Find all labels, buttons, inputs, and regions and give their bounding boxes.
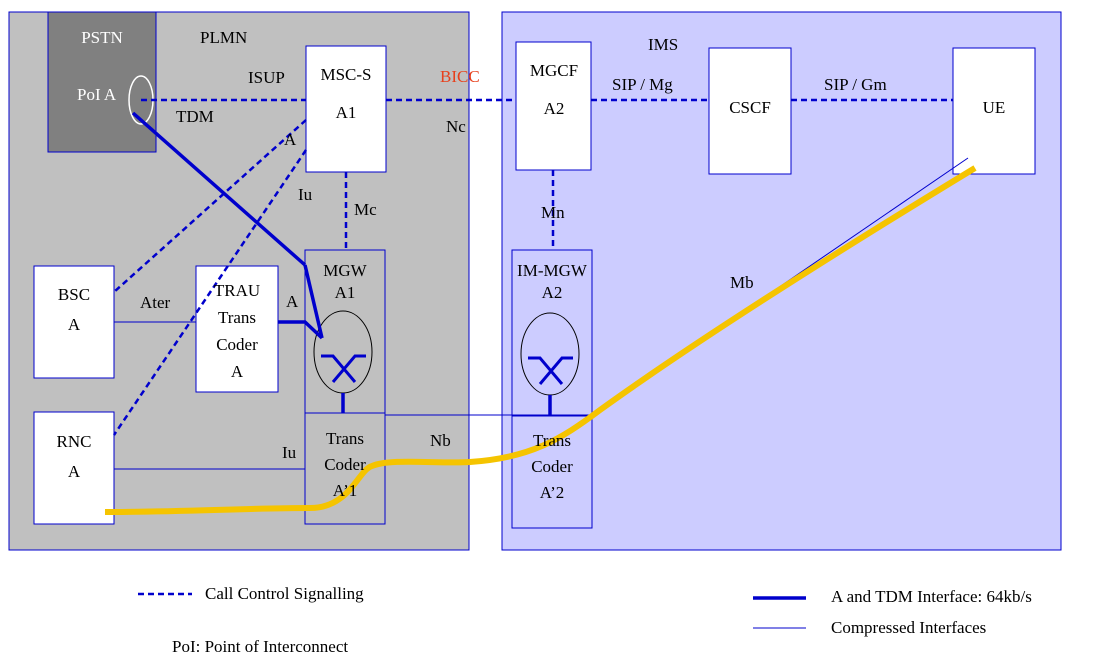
im-mgw-box: [511, 249, 593, 529]
legend-poi-label: PoI: Point of Interconnect: [172, 637, 348, 654]
cscf-label: CSCF: [729, 98, 771, 117]
legend-tdm-label: A and TDM Interface: 64kb/s: [831, 587, 1032, 606]
im-mgw-switch-icon: [528, 356, 573, 385]
mgw-box: [304, 249, 386, 525]
msc-s-box: [305, 45, 387, 173]
trau-box: [195, 265, 279, 393]
mc-label: Mc: [354, 200, 377, 219]
bicc-label: BICC: [440, 67, 480, 86]
nb-label: Nb: [430, 431, 451, 450]
isup-label: ISUP: [248, 68, 285, 87]
legend-compressed-label: Compressed Interfaces: [831, 618, 986, 637]
sip-mg-label: SIP / Mg: [612, 75, 673, 94]
plmn-label: PLMN: [200, 28, 247, 47]
mgcf-box: [515, 41, 592, 171]
poi-label: PoI A: [77, 85, 117, 104]
cscf-box: [708, 47, 792, 175]
sip-gm-label: SIP / Gm: [824, 75, 887, 94]
ue-box: [952, 47, 1036, 175]
mb-label: Mb: [730, 273, 754, 292]
pstn-label: PSTN: [81, 28, 123, 47]
tdm-interface-lines: [131, 111, 552, 416]
signalling-lines: [112, 98, 953, 436]
tdm-label: TDM: [176, 107, 214, 126]
legend-signalling-label: Call Control Signalling: [205, 584, 364, 603]
a-top-label: A: [284, 130, 297, 149]
mgw-switch-icon: [321, 354, 366, 383]
rnc-box: [33, 411, 115, 525]
a-trau-label: A: [286, 292, 299, 311]
pstn-box: [47, 11, 157, 153]
nc-label: Nc: [446, 117, 466, 136]
ims-label: IMS: [648, 35, 678, 54]
media-path: [104, 165, 977, 515]
bsc-box: [33, 265, 115, 379]
mn-label: Mn: [541, 203, 565, 222]
iu-top-label: Iu: [298, 185, 313, 204]
ue-label: UE: [983, 98, 1006, 117]
iu-bottom-label: Iu: [282, 443, 297, 462]
ater-label: Ater: [140, 293, 171, 312]
